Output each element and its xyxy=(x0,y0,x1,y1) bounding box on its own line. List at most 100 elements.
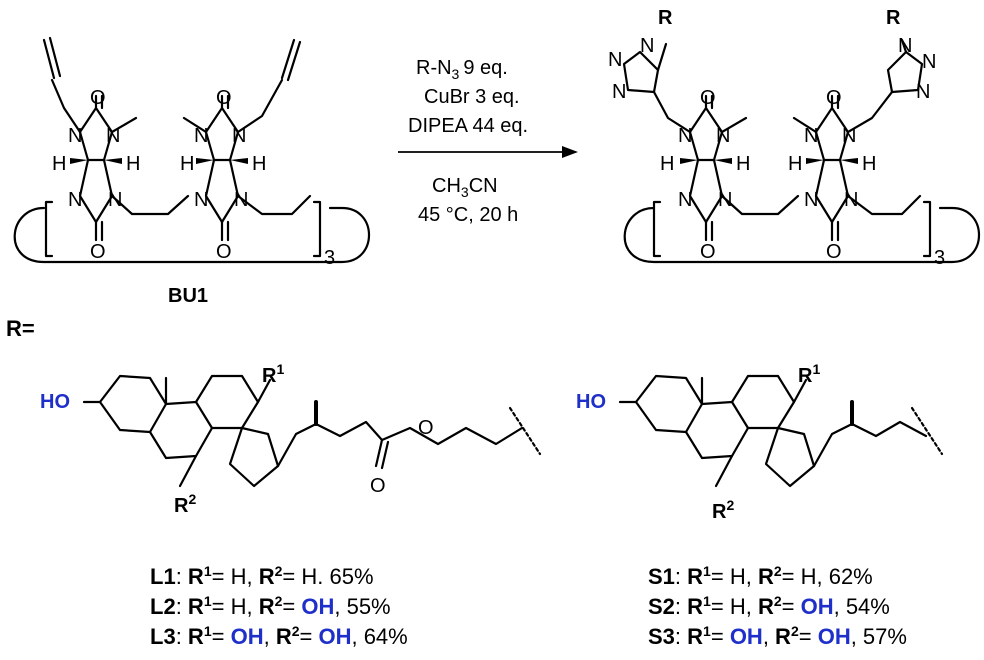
left-repeat-bracket xyxy=(44,200,54,258)
right-repeat-bracket xyxy=(922,200,932,258)
atom-n: N xyxy=(804,189,818,211)
dipea-reagent: DIPEA 44 eq. xyxy=(408,115,528,137)
substituent-r: R xyxy=(886,7,901,29)
atom-n: N xyxy=(68,189,82,211)
compound-id: L2 xyxy=(150,594,176,619)
svg-text:R-N39 eq.: R-N39 eq. xyxy=(416,57,508,82)
atom-o: O xyxy=(90,241,106,263)
yield: . 65% xyxy=(317,564,373,589)
atom-o: O xyxy=(216,87,232,109)
legend-entry-l1: L1: R1= H, R2= H. 65% xyxy=(150,563,374,589)
solvent-tail: CN xyxy=(469,175,498,197)
atom-o: O xyxy=(90,87,106,109)
r2-value: H xyxy=(301,564,317,589)
yield: , 55% xyxy=(334,594,390,619)
atom-o: O xyxy=(826,241,842,263)
yield: , 54% xyxy=(834,594,890,619)
legend-entry-s3: S3: R1= OH, R2= OH, 57% xyxy=(648,623,907,649)
compound-id: L3 xyxy=(150,624,176,649)
atom-h: H xyxy=(52,153,66,175)
hydroxyl-group: HO xyxy=(40,391,70,413)
atom-n: N xyxy=(842,125,856,147)
legend-entry-l3: L3: R1= OH, R2= OH, 64% xyxy=(150,623,408,649)
svg-text:R2: R2 xyxy=(174,491,196,517)
atom-h: H xyxy=(862,153,876,175)
atom-n: N xyxy=(194,189,208,211)
atom-o: O xyxy=(826,87,842,109)
steroid-long-chain: HO O O R1 R2 xyxy=(40,361,542,517)
legend-entry-s2: S2: R1= H, R2= OH, 54% xyxy=(648,593,890,619)
atom-n: N xyxy=(916,81,930,103)
atom-n: N xyxy=(640,35,654,57)
atom-r: R xyxy=(262,365,277,387)
atom-h: H xyxy=(736,153,750,175)
superscript-1: 1 xyxy=(812,361,820,377)
atom-n: N xyxy=(844,189,858,211)
legend-entry-l2: L2: R1= H, R2= OH, 55% xyxy=(150,593,391,619)
right-repeat-bracket xyxy=(312,200,322,258)
r2-value: OH xyxy=(801,594,834,619)
atom-h: H xyxy=(180,153,194,175)
atom-r: R xyxy=(798,365,813,387)
r1-value: H xyxy=(730,594,746,619)
atom-n: N xyxy=(106,125,120,147)
repeat-count: 3 xyxy=(324,247,335,269)
atom-h: H xyxy=(252,153,266,175)
azide-subscript: 3 xyxy=(452,66,460,82)
svg-text:R1: R1 xyxy=(262,361,284,387)
atom-r: R xyxy=(174,495,189,517)
atom-n: N xyxy=(68,125,82,147)
atom-n: N xyxy=(234,189,248,211)
r1-value: OH xyxy=(231,624,264,649)
atom-o: O xyxy=(700,241,716,263)
atom-n: N xyxy=(678,189,692,211)
yield: , 57% xyxy=(851,624,907,649)
atom-n: N xyxy=(194,125,208,147)
compound-id: S3 xyxy=(648,624,675,649)
compound-id: L1 xyxy=(150,564,176,589)
atom-o: O xyxy=(216,241,232,263)
atom-o: O xyxy=(370,475,386,497)
r2-value: OH xyxy=(318,624,351,649)
atom-n: N xyxy=(898,35,912,57)
r1-value: H xyxy=(231,594,247,619)
r2-value: H xyxy=(801,564,817,589)
legend-right: S1: R1= H, R2= H, 62%S2: R1= H, R2= OH, … xyxy=(648,563,907,649)
atom-n: N xyxy=(608,49,622,71)
reactant-label: BU1 xyxy=(168,285,208,307)
atom-n: N xyxy=(716,125,730,147)
atom-h: H xyxy=(126,153,140,175)
azide-equivalents: 9 eq. xyxy=(463,57,507,79)
azide-reagent: R-N xyxy=(416,57,452,79)
r-definition-label: R= xyxy=(6,316,35,341)
atom-o: O xyxy=(418,417,434,439)
repeat-count: 3 xyxy=(934,247,945,269)
superscript-2: 2 xyxy=(726,497,734,513)
r1-value: H xyxy=(730,564,746,589)
atom-n: N xyxy=(612,81,626,103)
svg-text:CH3CN: CH3CN xyxy=(432,175,498,200)
svg-text:R1: R1 xyxy=(798,361,820,387)
r1-value: H xyxy=(231,564,247,589)
r1-value: OH xyxy=(730,624,763,649)
atom-n: N xyxy=(678,125,692,147)
yield: , 64% xyxy=(351,624,407,649)
atom-r: R xyxy=(712,501,727,523)
reactant-bu1: 3 N N O H H N N O N N O H H N N O xyxy=(13,36,371,307)
atom-n: N xyxy=(804,125,818,147)
svg-text:R2: R2 xyxy=(712,497,734,523)
atom-h: H xyxy=(788,153,802,175)
legend-left: L1: R1= H, R2= H. 65%L2: R1= H, R2= OH, … xyxy=(150,563,408,649)
left-repeat-bracket xyxy=(652,200,662,258)
arrow-head-icon xyxy=(562,146,578,158)
substituent-r: R xyxy=(658,7,673,29)
atom-n: N xyxy=(718,189,732,211)
hydroxyl-group: HO xyxy=(576,391,606,413)
atom-h: H xyxy=(660,153,674,175)
solvent-subscript: 3 xyxy=(461,184,469,200)
superscript-1: 1 xyxy=(276,361,284,377)
r2-value: OH xyxy=(818,624,851,649)
steroid-short-chain: HO R1 R2 xyxy=(576,361,944,523)
